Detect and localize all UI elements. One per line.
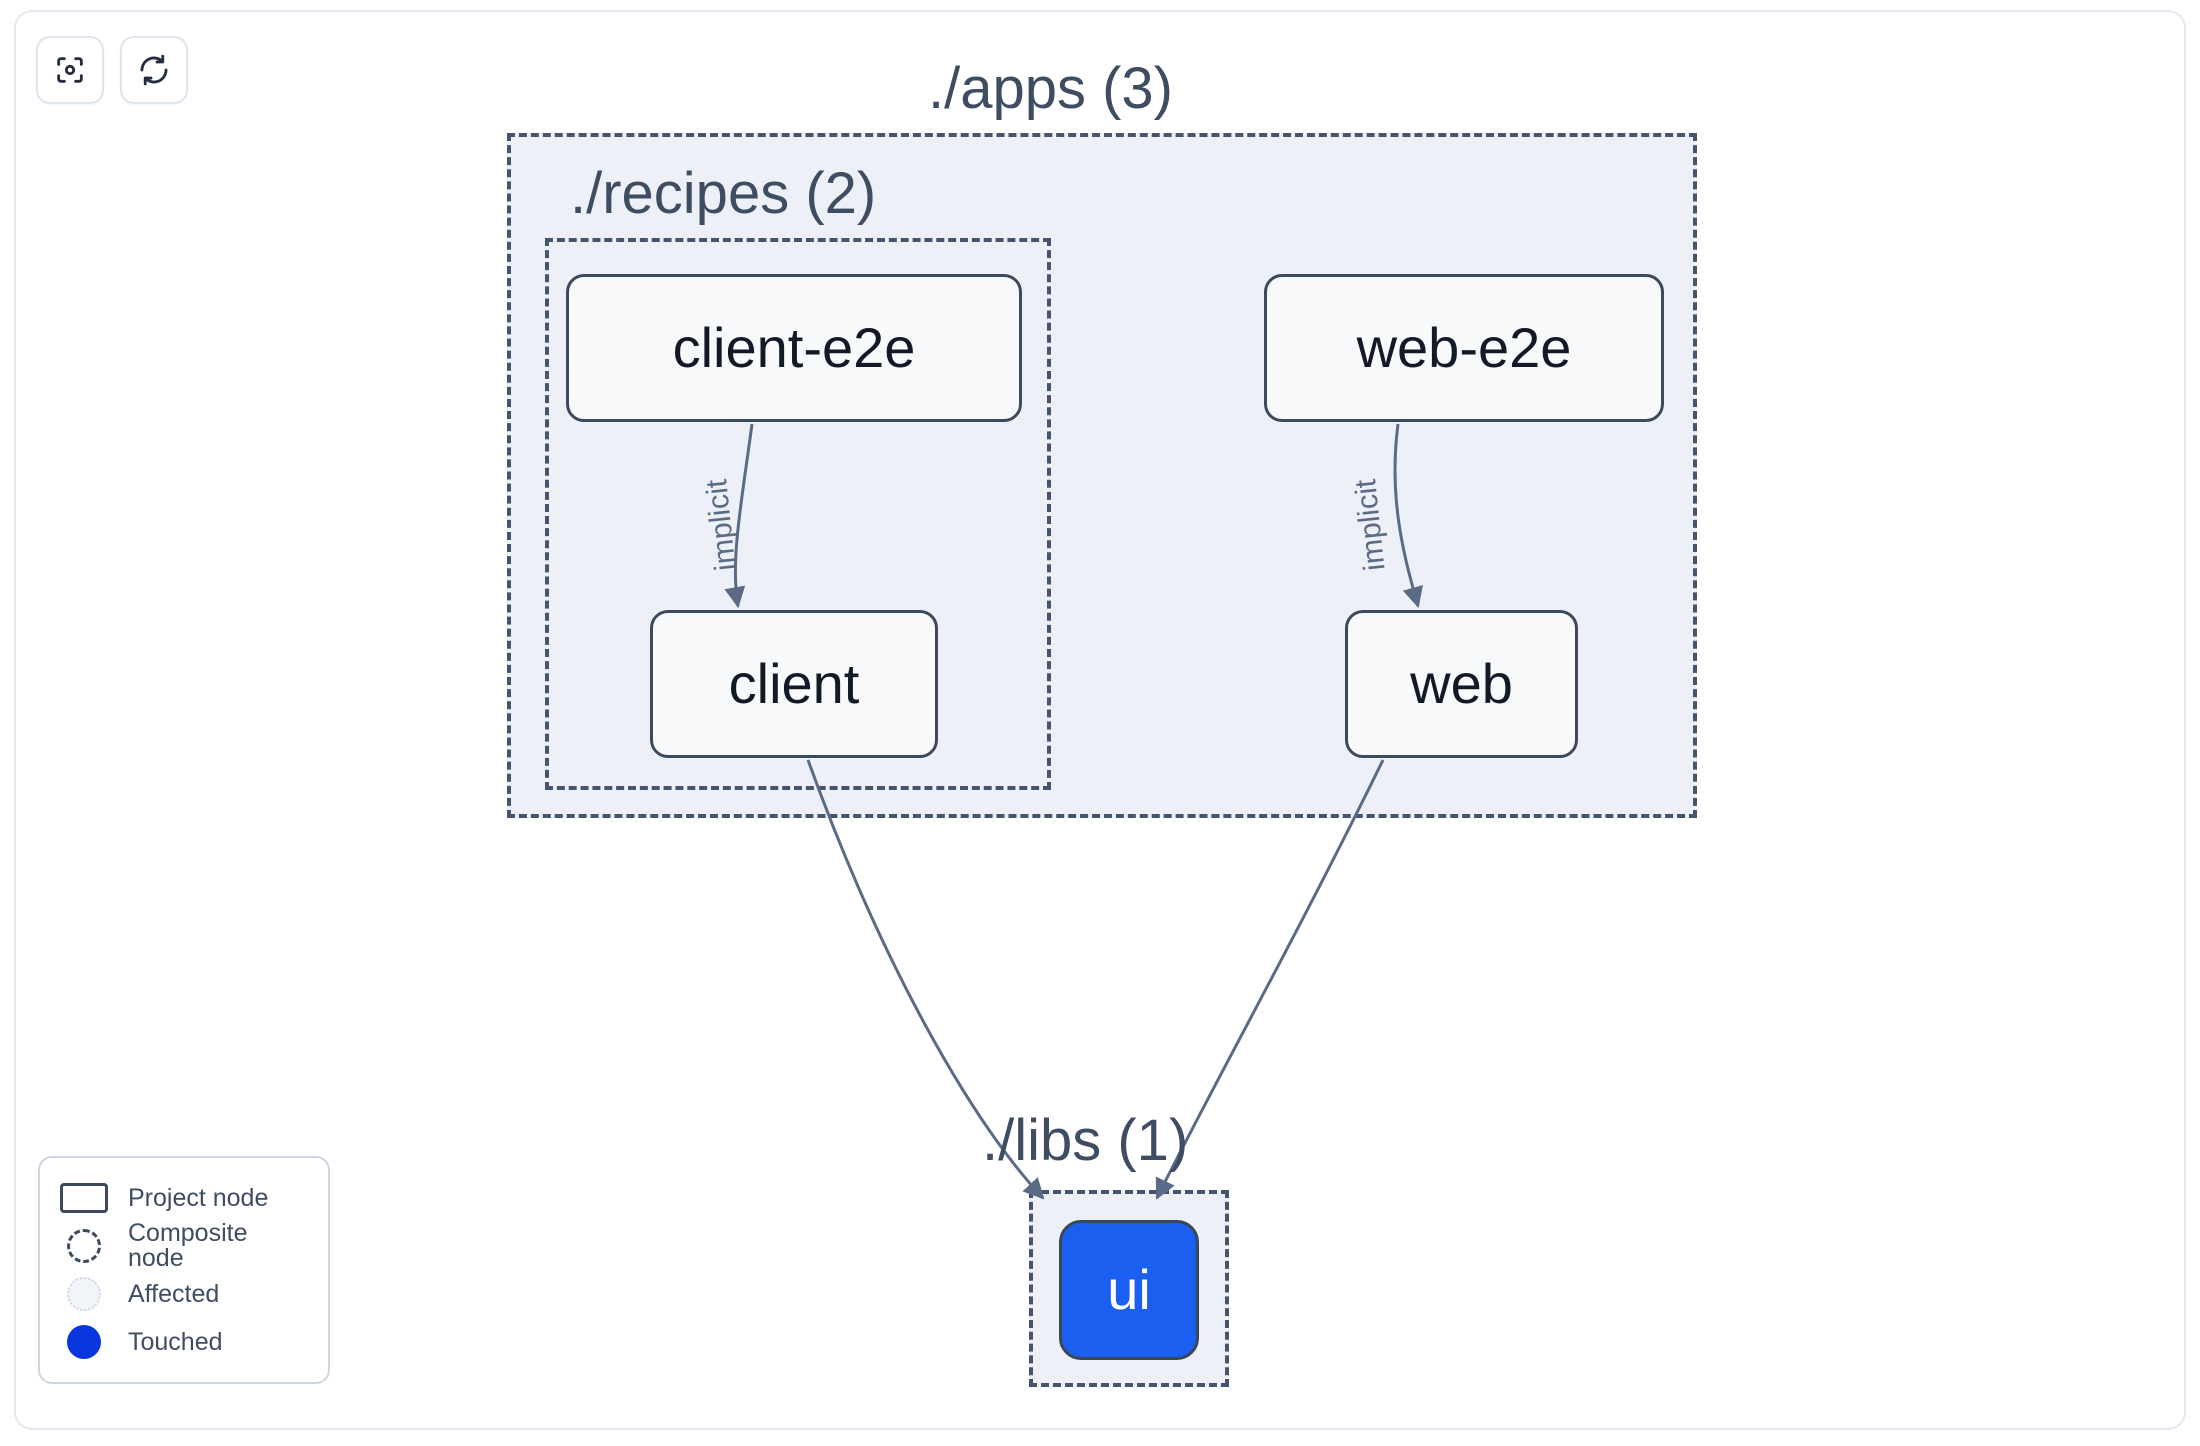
focus-icon: [53, 53, 87, 87]
graph-legend: Project node Composite node Affected Tou…: [38, 1156, 330, 1384]
refresh-graph-button[interactable]: [120, 36, 188, 104]
legend-label: Composite node: [128, 1219, 248, 1272]
legend-item-composite-node: Composite node: [58, 1219, 310, 1272]
composite-node-swatch: [58, 1229, 110, 1263]
edge-web-to-ui: [1155, 759, 1385, 1200]
project-node-label: web-e2e: [1356, 316, 1572, 379]
project-node-label: client-e2e: [672, 316, 916, 379]
touched-swatch: [58, 1325, 110, 1359]
legend-label: Touched: [128, 1327, 223, 1356]
graph-toolbar: [36, 36, 188, 104]
project-node-client[interactable]: client: [650, 610, 938, 758]
project-node-label: client: [728, 652, 860, 715]
focus-graph-button[interactable]: [36, 36, 104, 104]
composite-label-libs: ./libs (1): [982, 1108, 1189, 1173]
legend-item-project-node: Project node: [58, 1174, 310, 1222]
legend-label: Affected: [128, 1279, 220, 1308]
project-node-label: ui: [1107, 1258, 1151, 1321]
affected-swatch: [58, 1277, 110, 1311]
project-node-ui[interactable]: ui: [1059, 1220, 1199, 1360]
composite-label-recipes: ./recipes (2): [570, 161, 877, 226]
project-node-web[interactable]: web: [1345, 610, 1578, 758]
legend-item-touched: Touched: [58, 1318, 310, 1366]
project-node-label: web: [1410, 652, 1513, 715]
project-node-client-e2e[interactable]: client-e2e: [566, 274, 1022, 422]
legend-item-affected: Affected: [58, 1270, 310, 1318]
project-node-swatch: [58, 1183, 110, 1213]
legend-label: Project node: [128, 1183, 269, 1212]
refresh-icon: [137, 53, 171, 87]
composite-label-apps: ./apps (3): [928, 56, 1173, 121]
project-node-web-e2e[interactable]: web-e2e: [1264, 274, 1664, 422]
